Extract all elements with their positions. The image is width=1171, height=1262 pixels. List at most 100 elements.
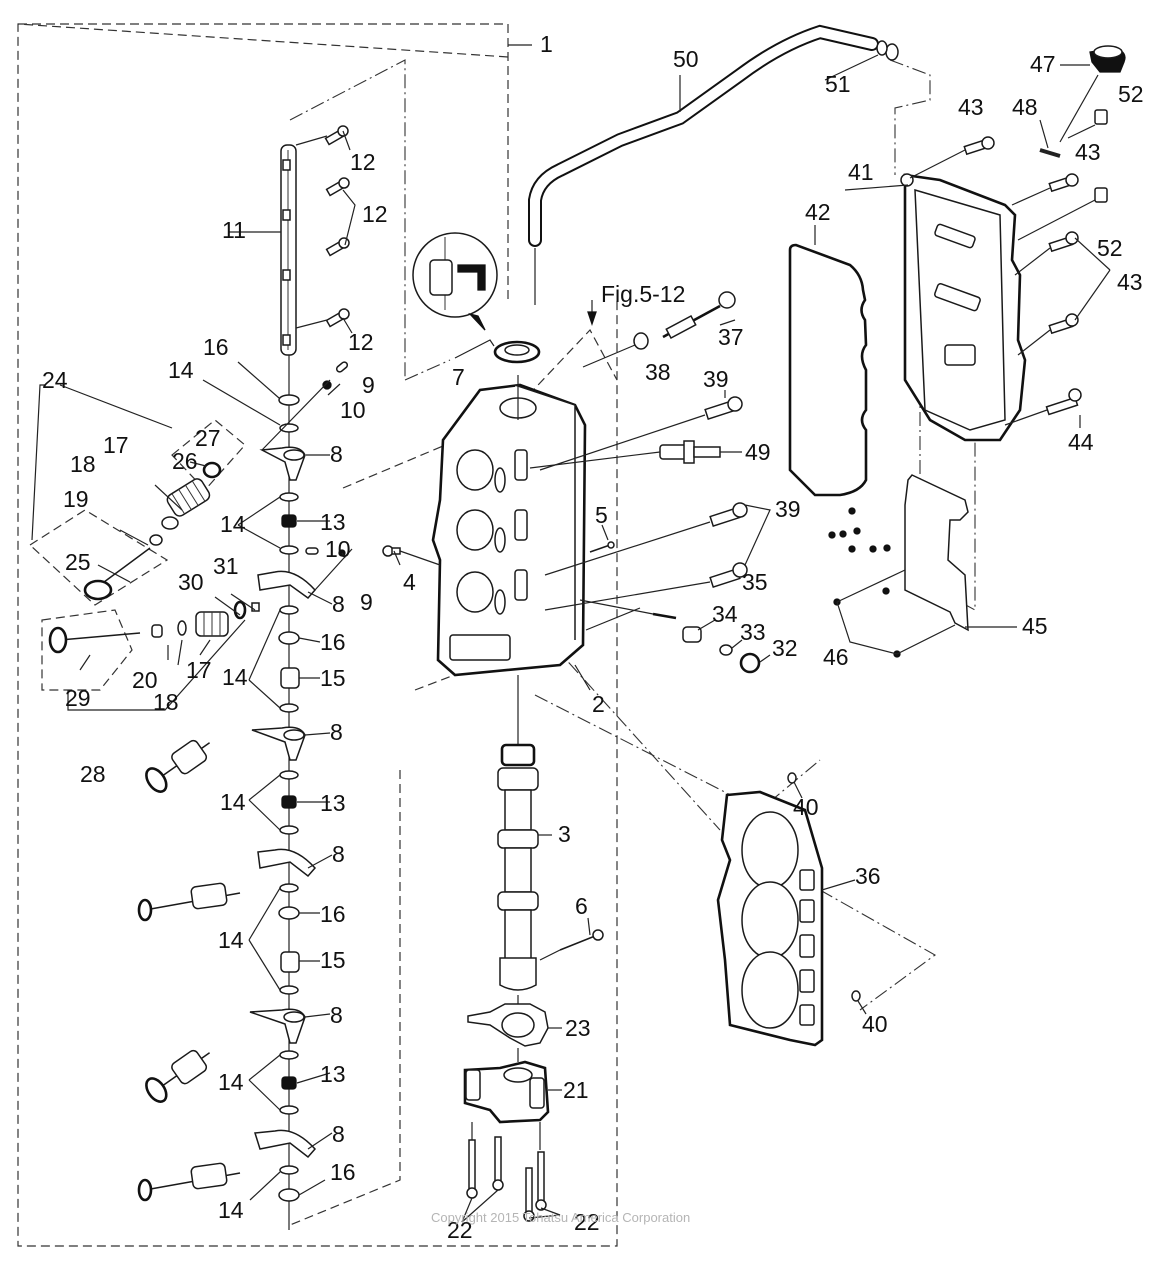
callout-14d: 14 <box>220 789 246 815</box>
callout-22b: 22 <box>574 1209 600 1235</box>
callout-16a: 16 <box>203 334 229 360</box>
pin-35-spacer-34-plug-32 <box>579 599 761 674</box>
callout-31: 31 <box>213 553 239 579</box>
callout-8e: 8 <box>330 1002 343 1028</box>
cylinder-head <box>431 375 587 745</box>
bolts-12 <box>295 125 356 334</box>
callout-18a: 18 <box>70 451 96 477</box>
callout-36: 36 <box>855 863 881 889</box>
callout-13b: 13 <box>320 790 346 816</box>
callout-14b: 14 <box>220 511 246 537</box>
bolts-22 <box>461 1136 561 1223</box>
callout-23: 23 <box>565 1015 591 1041</box>
figure-reference-label: Fig.5-12 <box>601 281 685 307</box>
baffle-plate <box>904 474 969 632</box>
callout-40b: 40 <box>862 1011 888 1037</box>
callout-43b: 43 <box>1075 139 1101 165</box>
callout-43c: 43 <box>1117 269 1143 295</box>
callout-37: 37 <box>718 324 744 350</box>
callout-38: 38 <box>645 359 671 385</box>
callout-labels: 1 2 3 4 5 6 7 8 8 8 8 8 8 9 9 10 10 11 1… <box>42 31 1144 1243</box>
callout-12b: 12 <box>362 201 388 227</box>
callout-30: 30 <box>178 569 204 595</box>
callout-32: 32 <box>772 635 798 661</box>
callout-51: 51 <box>825 71 851 97</box>
callout-13a: 13 <box>320 509 346 535</box>
callout-44: 44 <box>1068 429 1094 455</box>
callout-43a: 43 <box>958 94 984 120</box>
callout-29: 29 <box>65 685 91 711</box>
callout-12c: 12 <box>348 329 374 355</box>
callout-6: 6 <box>575 893 588 919</box>
callout-17b: 17 <box>186 657 212 683</box>
callout-20: 20 <box>132 667 158 693</box>
callout-15b: 15 <box>320 947 346 973</box>
bolts-39-lower <box>544 502 771 611</box>
callout-39b: 39 <box>775 496 801 522</box>
callout-42: 42 <box>805 199 831 225</box>
leader-lines <box>31 54 1111 1201</box>
washer-38 <box>582 332 649 368</box>
oil-filler-cap <box>1059 45 1126 143</box>
callout-45: 45 <box>1022 613 1048 639</box>
callout-19: 19 <box>63 486 89 512</box>
callout-17a: 17 <box>103 432 129 458</box>
dowels-40 <box>787 772 867 1015</box>
head-gasket <box>716 790 856 1047</box>
o-ring-48 <box>1039 148 1061 158</box>
callout-16c: 16 <box>320 901 346 927</box>
callout-18b: 18 <box>153 689 179 715</box>
callout-49: 49 <box>745 439 771 465</box>
callout-8f: 8 <box>332 1121 345 1147</box>
camshaft <box>497 743 539 1015</box>
callout-15a: 15 <box>320 665 346 691</box>
callout-3: 3 <box>558 821 571 847</box>
callout-16d: 16 <box>330 1159 356 1185</box>
callout-21: 21 <box>563 1077 589 1103</box>
exhaust-valve-group <box>41 600 260 711</box>
callout-28: 28 <box>80 761 106 787</box>
callout-8d: 8 <box>332 841 345 867</box>
callout-1: 1 <box>540 31 553 57</box>
callout-24: 24 <box>42 367 68 393</box>
callout-2: 2 <box>592 691 605 717</box>
callout-9a: 9 <box>362 372 375 398</box>
callout-9b: 9 <box>360 589 373 615</box>
callout-14g: 14 <box>218 1197 244 1223</box>
pin-5 <box>589 541 615 553</box>
callout-52b: 52 <box>1097 235 1123 261</box>
callout-33: 33 <box>740 619 766 645</box>
detail-bubble <box>412 232 498 359</box>
callout-35: 35 <box>742 569 768 595</box>
breather-hose <box>528 24 899 305</box>
plug-4 <box>382 545 441 566</box>
bolt-6 <box>539 929 604 961</box>
callout-8a: 8 <box>330 441 343 467</box>
callout-10a: 10 <box>340 397 366 423</box>
screws-46 <box>828 507 1017 658</box>
callout-26: 26 <box>172 448 198 474</box>
callout-46: 46 <box>823 644 849 670</box>
callout-48: 48 <box>1012 94 1038 120</box>
assembly-boundary-1 <box>17 23 618 1247</box>
rocker-shaft <box>280 144 297 356</box>
head-cover-gasket <box>788 243 868 497</box>
callout-27: 27 <box>195 425 221 451</box>
callout-11: 11 <box>222 217 246 243</box>
oil-pump-gasket <box>467 1003 549 1062</box>
copyright-watermark: Copyright 2015 Tohatsu America Corporati… <box>431 1210 690 1225</box>
callout-14c: 14 <box>222 664 248 690</box>
callout-25: 25 <box>65 549 91 575</box>
callout-47: 47 <box>1030 51 1056 77</box>
callout-14f: 14 <box>218 1069 244 1095</box>
spare-valve-assemblies <box>137 739 241 1202</box>
callout-10b: 10 <box>325 536 351 562</box>
callout-14a: 14 <box>168 357 194 383</box>
rocker-stack <box>249 355 317 1230</box>
callout-8c: 8 <box>330 719 343 745</box>
figure-reference: Fig.5-12 <box>587 281 685 327</box>
oil-pump <box>463 1060 550 1150</box>
bolt-37 <box>662 291 736 340</box>
callout-5: 5 <box>595 502 608 528</box>
spark-plug <box>529 440 742 469</box>
